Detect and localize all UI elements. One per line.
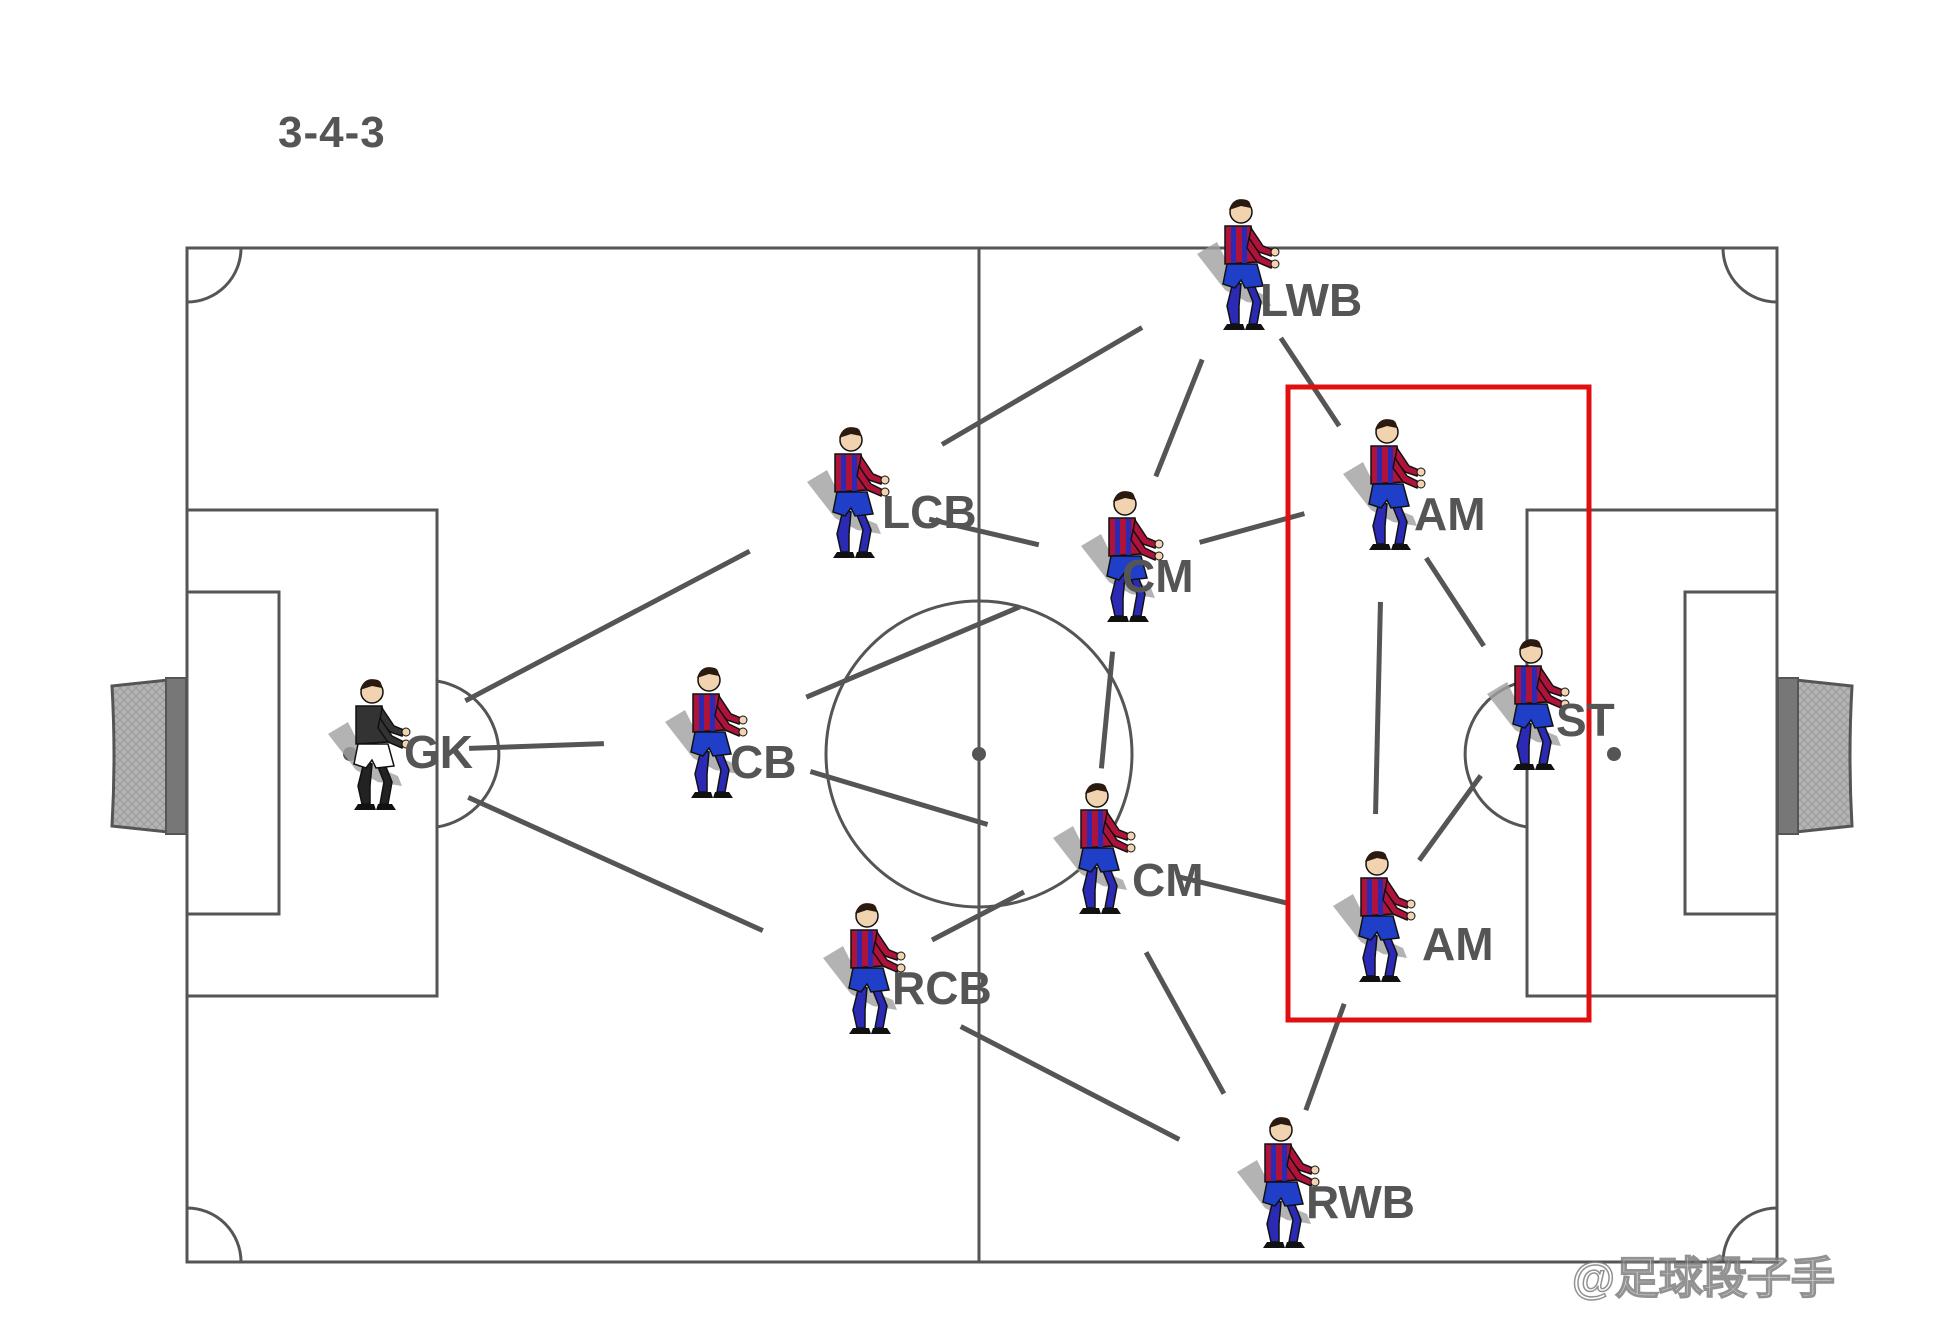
player-gk: GK: [328, 679, 473, 810]
player-st: ST: [1487, 639, 1615, 770]
player-label: AM: [1414, 488, 1486, 540]
player-cm2: CM: [1053, 783, 1204, 914]
passing-links: [464, 325, 1486, 1142]
player-label: LCB: [882, 486, 977, 538]
link-lwb-am1: [1278, 336, 1342, 428]
player-label: RWB: [1306, 1176, 1415, 1228]
link-rcb-cm2: [930, 889, 1026, 943]
player-label: CM: [1132, 854, 1204, 906]
player-label: LWB: [1260, 274, 1362, 326]
link-gk-lcb: [464, 549, 751, 703]
player-cm1: CM: [1081, 491, 1194, 622]
player-label: CB: [730, 736, 796, 788]
link-lwb-cm1: [1153, 358, 1205, 478]
highlight-box: [1285, 384, 1592, 1023]
link-gk-rcb: [467, 795, 764, 933]
player-rcb: RCB: [823, 903, 992, 1034]
player-label: GK: [404, 726, 473, 778]
link-rcb-rwb: [959, 1024, 1181, 1142]
watermark: @足球段子手: [1571, 1253, 1835, 1304]
link-cm2-am2: [1176, 873, 1290, 907]
player-lcb: LCB: [807, 427, 977, 558]
link-gk-cb: [469, 741, 604, 751]
player-cb: CB: [665, 667, 796, 798]
player-label: ST: [1556, 694, 1615, 746]
players: GK CB LCB RCB LWB CM CM RWB AM AM ST: [328, 199, 1615, 1248]
link-am1-am2: [1373, 601, 1383, 815]
player-label: AM: [1422, 918, 1494, 970]
link-cb-cm1: [805, 604, 1021, 700]
link-lcb-lwb: [940, 325, 1144, 447]
player-label: CM: [1122, 550, 1194, 602]
player-am1: AM: [1343, 419, 1486, 550]
player-rwb: RWB: [1237, 1117, 1415, 1248]
link-am2-st: [1417, 774, 1483, 862]
link-lcb-cm1: [928, 516, 1040, 548]
player-label: RCB: [892, 962, 992, 1014]
center-spot: [972, 747, 986, 761]
right-penalty-spot: [1607, 747, 1621, 761]
left-goal: [110, 677, 187, 835]
player-lwb: LWB: [1197, 199, 1362, 330]
link-cm1-cm2: [1098, 651, 1116, 769]
link-cb-cm2: [809, 769, 989, 827]
right-goal: [1777, 677, 1854, 835]
link-cm2-rwb: [1143, 951, 1227, 1095]
player-am2: AM: [1333, 851, 1494, 982]
link-am1-st: [1424, 556, 1486, 648]
formation-title: 3-4-3: [278, 108, 386, 157]
